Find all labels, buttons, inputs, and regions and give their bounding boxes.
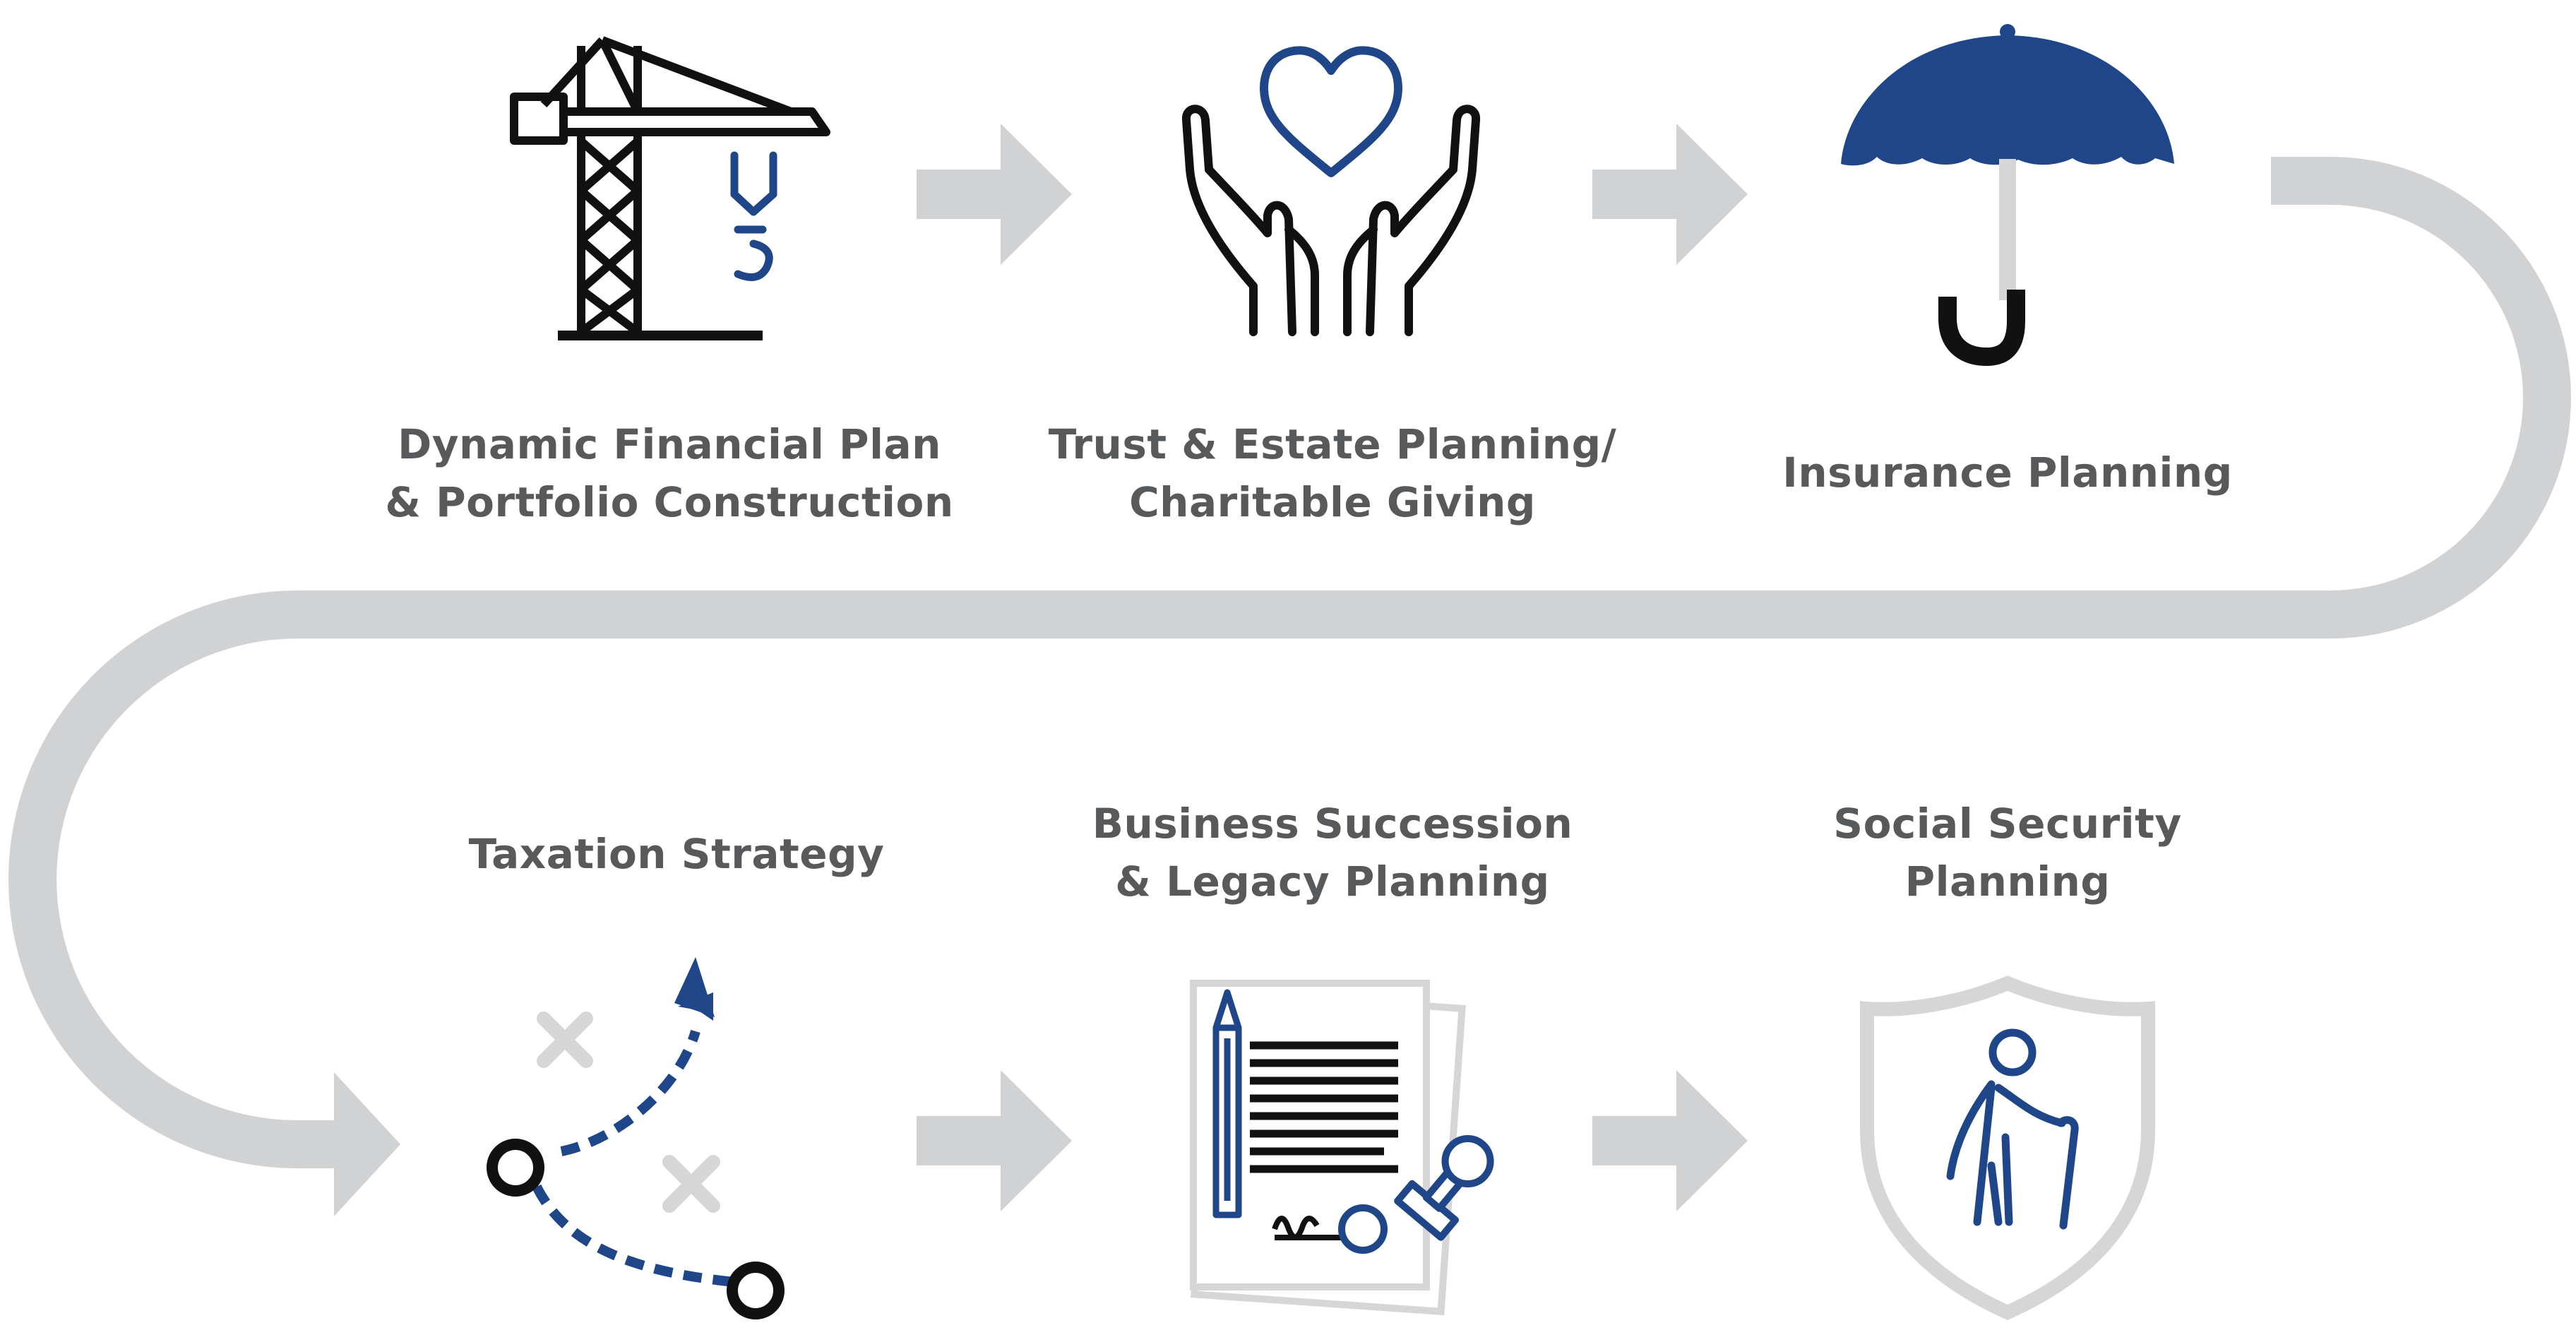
strategy-play-icon: [487, 957, 785, 1319]
heart-icon: [1260, 46, 1402, 177]
step-label-taxation-strategy: Taxation Strategy: [468, 830, 885, 878]
signed-document-icon: [1190, 980, 1494, 1316]
step-label-trust-estate-planning: Trust & Estate Planning/ Charitable Givi…: [1048, 420, 1617, 526]
step-label-social-security-planning: Social Security Planning: [1833, 800, 2182, 906]
arrow-right-2: [1592, 124, 1748, 265]
crane-hook-icon: [730, 151, 777, 281]
step-label-insurance-planning: Insurance Planning: [1782, 449, 2233, 497]
umbrella-icon: [1841, 24, 2174, 367]
step-label-dynamic-financial-plan: Dynamic Financial Plan & Portfolio Const…: [385, 420, 954, 526]
connector-path: [8, 124, 2571, 1216]
arrow-right-4: [1592, 1070, 1748, 1211]
arrow-right-1: [917, 124, 1072, 265]
elderly-shield-icon: [1860, 975, 2155, 1320]
arrow-right-3: [917, 1070, 1072, 1211]
step-label-business-succession: Business Succession & Legacy Planning: [1092, 800, 1573, 906]
hands-heart-icon: [1182, 46, 1480, 336]
crane-icon: [510, 36, 830, 340]
